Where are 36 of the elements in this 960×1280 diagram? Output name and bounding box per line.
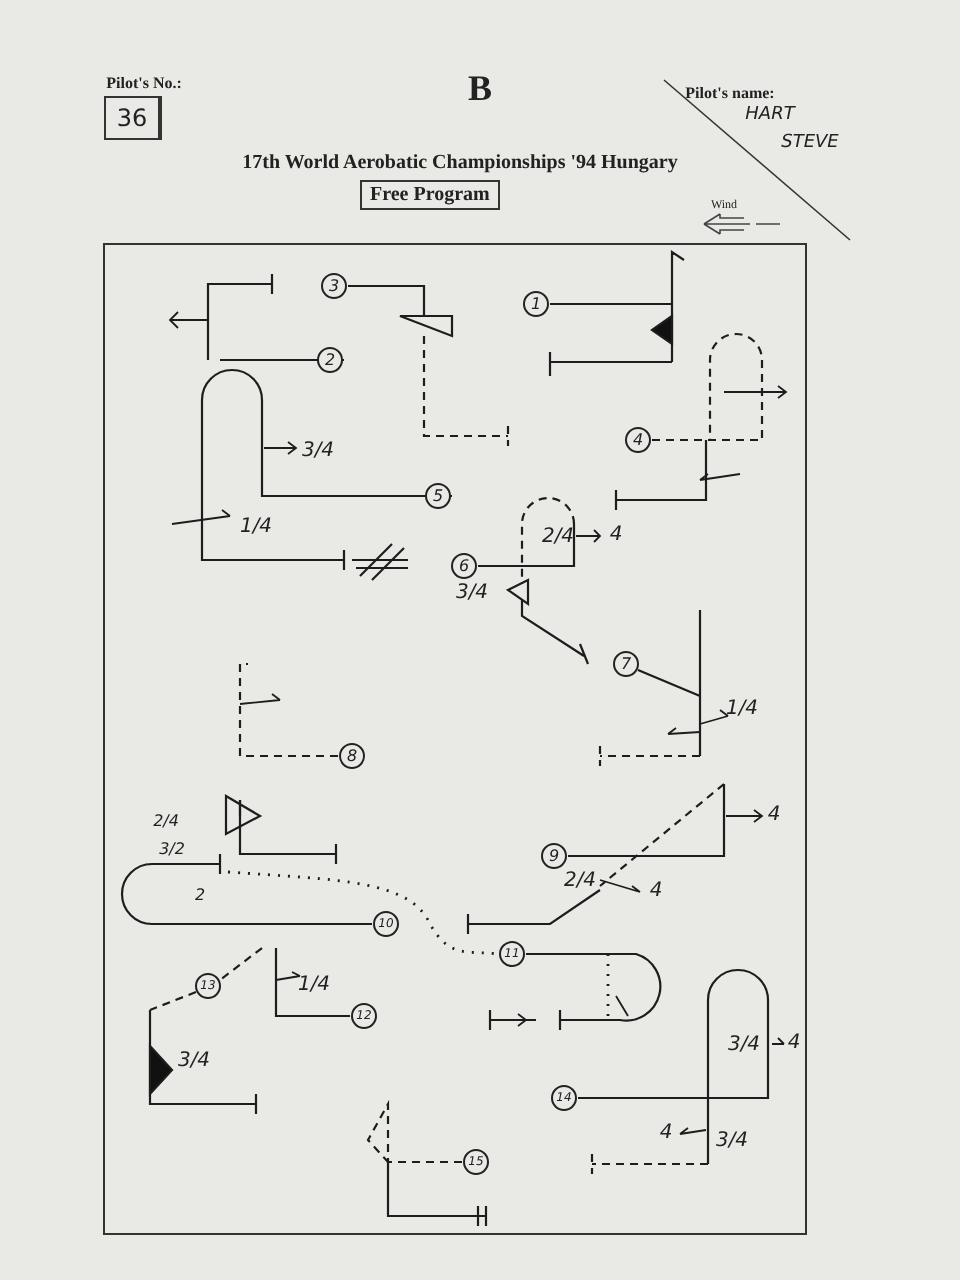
header-text: Pilot's name: bbox=[685, 86, 775, 102]
figure-number: 5 bbox=[425, 483, 451, 509]
header-text: Pilot's No.: bbox=[106, 76, 182, 92]
figure-number: 8 bbox=[339, 743, 365, 769]
header-text: 17th World Aerobatic Championships '94 Hungary bbox=[242, 154, 678, 174]
figure-annotation: 2/4 bbox=[541, 528, 575, 548]
figure-annotation: 1/4 bbox=[297, 976, 331, 996]
figure-annotation: 4 bbox=[649, 882, 663, 902]
figure-annotation: 4 bbox=[659, 1124, 673, 1144]
header-text: B bbox=[468, 70, 492, 106]
figure-annotation: 2/4 bbox=[153, 814, 179, 830]
header-text: HART bbox=[745, 107, 795, 125]
title-box: Free Program bbox=[360, 180, 500, 210]
figure-annotation: 4 bbox=[787, 1034, 801, 1054]
figure-annotation: 4 bbox=[609, 526, 623, 546]
figure-number: 1 bbox=[523, 291, 549, 317]
figure-annotation: 3/2 bbox=[159, 842, 185, 858]
figure-number: 2 bbox=[317, 347, 343, 373]
figure-number: 9 bbox=[541, 843, 567, 869]
header-text: STEVE bbox=[781, 135, 839, 153]
figure-annotation: 2/4 bbox=[563, 872, 597, 892]
dotted-connector bbox=[227, 870, 499, 956]
figure-annotation: 3/4 bbox=[301, 442, 335, 462]
figure-number: 4 bbox=[625, 427, 651, 453]
figure-annotation: 3/4 bbox=[455, 584, 489, 604]
number-box: 36 bbox=[104, 96, 162, 140]
figure-annotation: 3/4 bbox=[727, 1036, 761, 1056]
figure-annotation: 3/4 bbox=[177, 1052, 211, 1072]
figure-annotation: 3/4 bbox=[715, 1132, 749, 1152]
figure-annotation: 2 bbox=[194, 888, 206, 904]
figure-number: 7 bbox=[613, 651, 639, 677]
figure-annotation: 4 bbox=[767, 806, 781, 826]
figure-annotation: 1/4 bbox=[239, 518, 273, 538]
figure-annotation: 1/4 bbox=[725, 700, 759, 720]
figure-number: 6 bbox=[451, 553, 477, 579]
figure-number: 3 bbox=[321, 273, 347, 299]
